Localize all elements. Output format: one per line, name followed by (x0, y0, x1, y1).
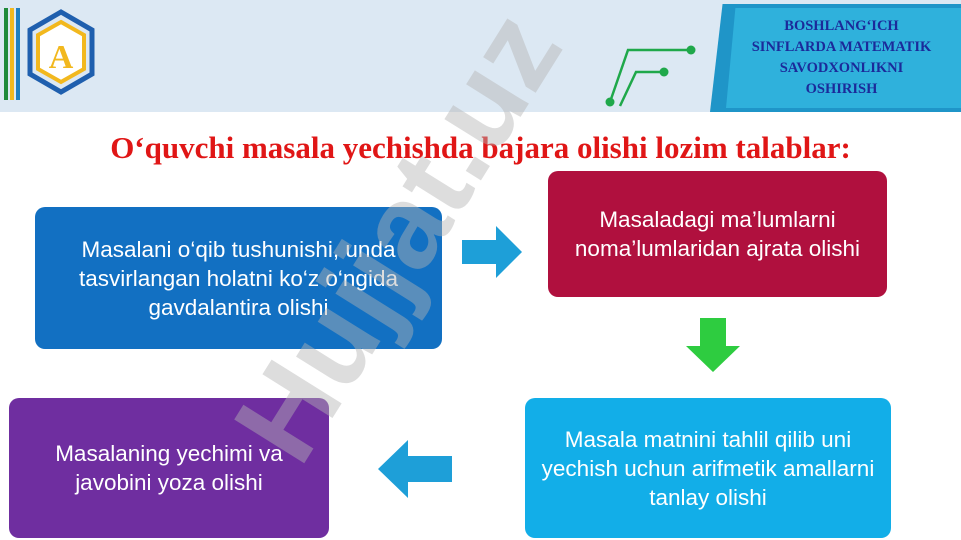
decorative-stripes (0, 8, 24, 100)
step-text: Masalani o‘qib tushunishi, unda tasvirla… (79, 236, 398, 320)
step-box-4: Masalaning yechimi va javobini yoza olis… (9, 398, 329, 538)
title-line: BOSHLANG‘ICH (784, 18, 899, 34)
logo-icon: A (27, 9, 95, 95)
arrow-left-icon (378, 440, 452, 498)
step-text: Masaladagi ma’lumlarni noma’lumlaridan a… (574, 207, 861, 261)
arrow-right-icon (462, 226, 522, 278)
title-line: OSHIRISH (805, 81, 878, 97)
arrow-down-icon (686, 318, 740, 372)
presentation-title-box: BOSHLANG‘ICH SINFLARDA MATEMATIK SAVODXO… (710, 4, 961, 112)
step-text: Masalaning yechimi va javobini yoza olis… (55, 441, 283, 495)
presentation-title: BOSHLANG‘ICH SINFLARDA MATEMATIK SAVODXO… (712, 16, 959, 100)
title-line: SINFLARDA MATEMATIK (751, 39, 932, 55)
title-line: SAVODXONLIKNI (779, 60, 904, 76)
slide-heading: O‘quvchi masala yechishda bajara olishi … (110, 130, 851, 165)
step-box-2: Masaladagi ma’lumlarni noma’lumlaridan a… (548, 171, 887, 297)
step-text: Masala matnini tahlil qilib uni yechish … (541, 426, 875, 510)
circuit-decoration (605, 45, 696, 107)
step-box-1: Masalani o‘qib tushunishi, unda tasvirla… (35, 207, 442, 349)
logo-letter: A (49, 39, 74, 76)
step-box-3: Masala matnini tahlil qilib uni yechish … (525, 398, 891, 538)
